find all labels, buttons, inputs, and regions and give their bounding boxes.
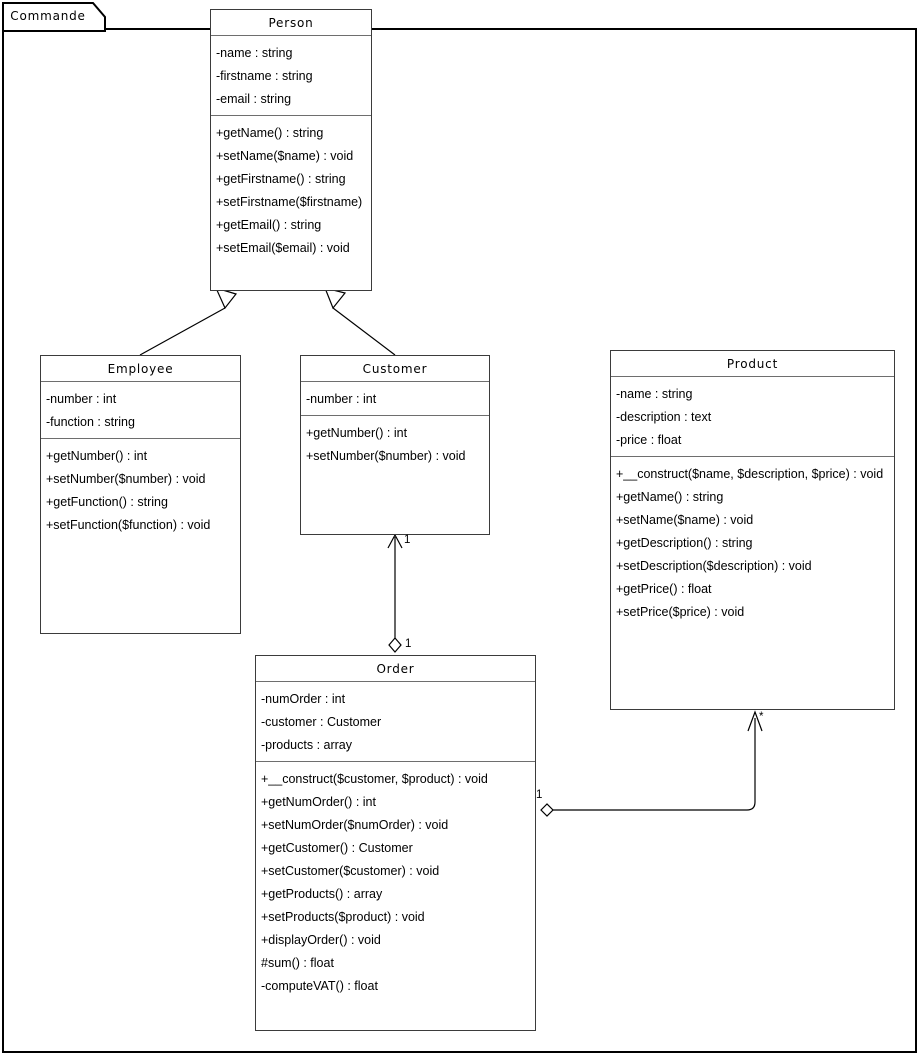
attribute-row: -name : string	[616, 387, 693, 401]
method-row: +setFirstname($firstname)	[216, 195, 363, 209]
method-row: +setEmail($email) : void	[216, 241, 350, 255]
multiplicity-customer-end: 1	[404, 534, 411, 546]
class-box-person[interactable]: Person -name : string -firstname : strin…	[210, 9, 372, 291]
class-attributes-employee: -number : int -function : string	[41, 382, 240, 439]
attribute-row: -number : int	[306, 392, 377, 406]
class-title-employee: Employee	[41, 356, 240, 382]
method-row: +__construct($name, $description, $price…	[616, 467, 884, 481]
class-attributes-order: -numOrder : int -customer : Customer -pr…	[256, 682, 535, 762]
method-row: +getPrice() : float	[616, 582, 712, 596]
method-row: +getNumber() : int	[306, 426, 408, 440]
class-box-employee[interactable]: Employee -number : int -function : strin…	[40, 355, 241, 634]
class-methods-customer: +getNumber() : int +setNumber($number) :…	[301, 416, 489, 472]
attribute-row: -function : string	[46, 415, 135, 429]
method-row: +getName() : string	[616, 490, 724, 504]
class-title-product: Product	[611, 351, 894, 377]
method-row: +setCustomer($customer) : void	[261, 864, 440, 878]
method-row: +getNumOrder() : int	[261, 795, 376, 809]
class-box-order[interactable]: Order -numOrder : int -customer : Custom…	[255, 655, 536, 1031]
package-tab-shape	[2, 2, 106, 32]
class-box-customer[interactable]: Customer -number : int +getNumber() : in…	[300, 355, 490, 535]
class-box-product[interactable]: Product -name : string -description : te…	[610, 350, 895, 710]
package-tab-label: Commande	[10, 9, 86, 23]
method-row: +getEmail() : string	[216, 218, 322, 232]
method-row: +setProducts($product) : void	[261, 910, 425, 924]
attribute-row: -number : int	[46, 392, 117, 406]
method-row: +getCustomer() : Customer	[261, 841, 413, 855]
multiplicity-order-top-end: 1	[405, 638, 412, 650]
attribute-row: -customer : Customer	[261, 715, 382, 729]
method-row: +setNumber($number) : void	[306, 449, 466, 463]
class-methods-product: +__construct($name, $description, $price…	[611, 457, 894, 628]
method-row: +getProducts() : array	[261, 887, 383, 901]
method-row: +setName($name) : void	[216, 149, 354, 163]
package-tab: Commande	[2, 2, 106, 32]
class-attributes-product: -name : string -description : text -pric…	[611, 377, 894, 457]
method-row: -computeVAT() : float	[261, 979, 378, 993]
method-row: +setNumOrder($numOrder) : void	[261, 818, 449, 832]
method-row: +setName($name) : void	[616, 513, 754, 527]
multiplicity-order-right-end: 1	[536, 789, 543, 801]
method-row: +displayOrder() : void	[261, 933, 381, 947]
attribute-row: -firstname : string	[216, 69, 313, 83]
method-row: +__construct($customer, $product) : void	[261, 772, 488, 786]
method-row: +getFirstname() : string	[216, 172, 346, 186]
class-attributes-person: -name : string -firstname : string -emai…	[211, 36, 371, 116]
method-row: +getName() : string	[216, 126, 324, 140]
class-methods-order: +__construct($customer, $product) : void…	[256, 762, 535, 1002]
class-title-order: Order	[256, 656, 535, 682]
method-row: +setDescription($description) : void	[616, 559, 812, 573]
attribute-row: -email : string	[216, 92, 292, 106]
class-title-person: Person	[211, 10, 371, 36]
method-row: +setPrice($price) : void	[616, 605, 745, 619]
method-row: +setFunction($function) : void	[46, 518, 211, 532]
attribute-row: -price : float	[616, 433, 682, 447]
method-row: +getDescription() : string	[616, 536, 753, 550]
multiplicity-product-end: *	[759, 711, 764, 723]
attribute-row: -products : array	[261, 738, 353, 752]
class-methods-employee: +getNumber() : int +setNumber($number) :…	[41, 439, 240, 541]
class-methods-person: +getName() : string +setName($name) : vo…	[211, 116, 371, 264]
attribute-row: -description : text	[616, 410, 712, 424]
attribute-row: -name : string	[216, 46, 293, 60]
method-row: +setNumber($number) : void	[46, 472, 206, 486]
method-row: +getNumber() : int	[46, 449, 148, 463]
method-row: #sum() : float	[261, 956, 334, 970]
diagram-frame	[2, 28, 917, 1053]
class-attributes-customer: -number : int	[301, 382, 489, 416]
method-row: +getFunction() : string	[46, 495, 168, 509]
attribute-row: -numOrder : int	[261, 692, 346, 706]
class-title-customer: Customer	[301, 356, 489, 382]
